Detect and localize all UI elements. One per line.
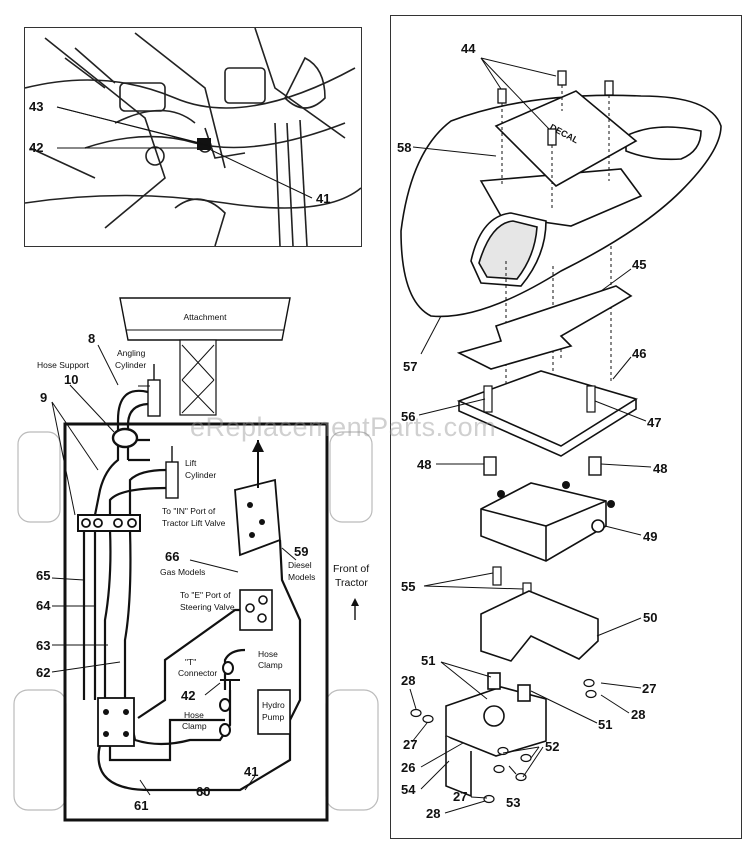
hydro-pump-label-2: Pump (262, 712, 284, 722)
callout-10: 10 (64, 372, 78, 387)
hydraulic-schematic: Attachment (13, 297, 379, 822)
hose-clamp-bottom-label-2: Clamp (182, 721, 207, 731)
callout-65: 65 (36, 568, 50, 583)
callout-61: 61 (134, 798, 148, 813)
callout-63: 63 (36, 638, 50, 653)
diesel-models-label-1: Diesel (288, 560, 312, 570)
photo-panel: 43 42 41 (24, 27, 362, 247)
hose-support-label: Hose Support (37, 360, 90, 370)
angling-cylinder-label-2: Cylinder (115, 360, 146, 370)
t-connector-label-2: Connector (178, 668, 217, 678)
callout-53: 53 (506, 795, 520, 810)
callout-56: 56 (401, 409, 415, 424)
callout-27-bottom: 27 (453, 789, 467, 804)
callout-62: 62 (36, 665, 50, 680)
callout-45: 45 (632, 257, 646, 272)
photo-callout-42: 42 (29, 140, 43, 155)
callout-48-right: 48 (653, 461, 667, 476)
callout-28-bottom: 28 (426, 806, 440, 821)
hose-clamp-bottom-label-1: Hose (184, 710, 204, 720)
callout-28-left: 28 (401, 673, 415, 688)
steering-valve-label-1: To "E" Port of (180, 590, 231, 600)
callout-49: 49 (643, 529, 657, 544)
callout-64: 64 (36, 598, 51, 613)
callout-57: 57 (403, 359, 417, 374)
front-of-tractor-label-2: Tractor (335, 577, 368, 589)
gas-models-label: Gas Models (160, 567, 205, 577)
callout-46: 46 (632, 346, 646, 361)
callout-27-right: 27 (642, 681, 656, 696)
callout-28-right: 28 (631, 707, 645, 722)
callout-51-left: 51 (421, 653, 435, 668)
front-of-tractor-label-1: Front of (333, 563, 369, 575)
angling-cylinder-label-1: Angling (117, 348, 146, 358)
callout-8: 8 (88, 331, 95, 346)
hydro-pump-label-1: Hydro (262, 700, 285, 710)
attachment-label: Attachment (184, 312, 228, 322)
callout-60: 60 (196, 784, 210, 799)
exploded-view-drawing: DECAL (397, 41, 722, 821)
callout-50: 50 (643, 610, 657, 625)
callout-66: 66 (165, 549, 179, 564)
callout-59: 59 (294, 544, 308, 559)
diesel-models-label-2: Models (288, 572, 315, 582)
callout-55: 55 (401, 579, 415, 594)
callout-47: 47 (647, 415, 661, 430)
photo-callout-41: 41 (316, 191, 330, 206)
callout-48-left: 48 (417, 457, 431, 472)
steering-valve-label-2: Steering Valve (180, 602, 235, 612)
callout-44: 44 (461, 41, 476, 56)
photo-drawing: 43 42 41 (24, 27, 362, 247)
callout-58: 58 (397, 140, 411, 155)
callout-42: 42 (181, 688, 195, 703)
callout-52: 52 (545, 739, 559, 754)
callout-9: 9 (40, 390, 47, 405)
exploded-view-panel: DECAL (390, 15, 742, 839)
callout-26: 26 (401, 760, 415, 775)
callout-27-left: 27 (403, 737, 417, 752)
lift-cylinder-label-1: Lift (185, 458, 197, 468)
photo-callout-43: 43 (29, 99, 43, 114)
tractor-lift-valve-label-2: Tractor Lift Valve (162, 518, 226, 528)
t-connector-label-1: "T" (185, 657, 196, 667)
watermark: eReplacementParts.com (190, 412, 497, 442)
hose-clamp-top-label-2: Clamp (258, 660, 283, 670)
callout-54: 54 (401, 782, 416, 797)
callout-51-right: 51 (598, 717, 612, 732)
hose-clamp-top-label-1: Hose (258, 649, 278, 659)
tractor-lift-valve-label-1: To "IN" Port of (162, 506, 216, 516)
lift-cylinder-label-2: Cylinder (185, 470, 216, 480)
callout-41: 41 (244, 764, 258, 779)
